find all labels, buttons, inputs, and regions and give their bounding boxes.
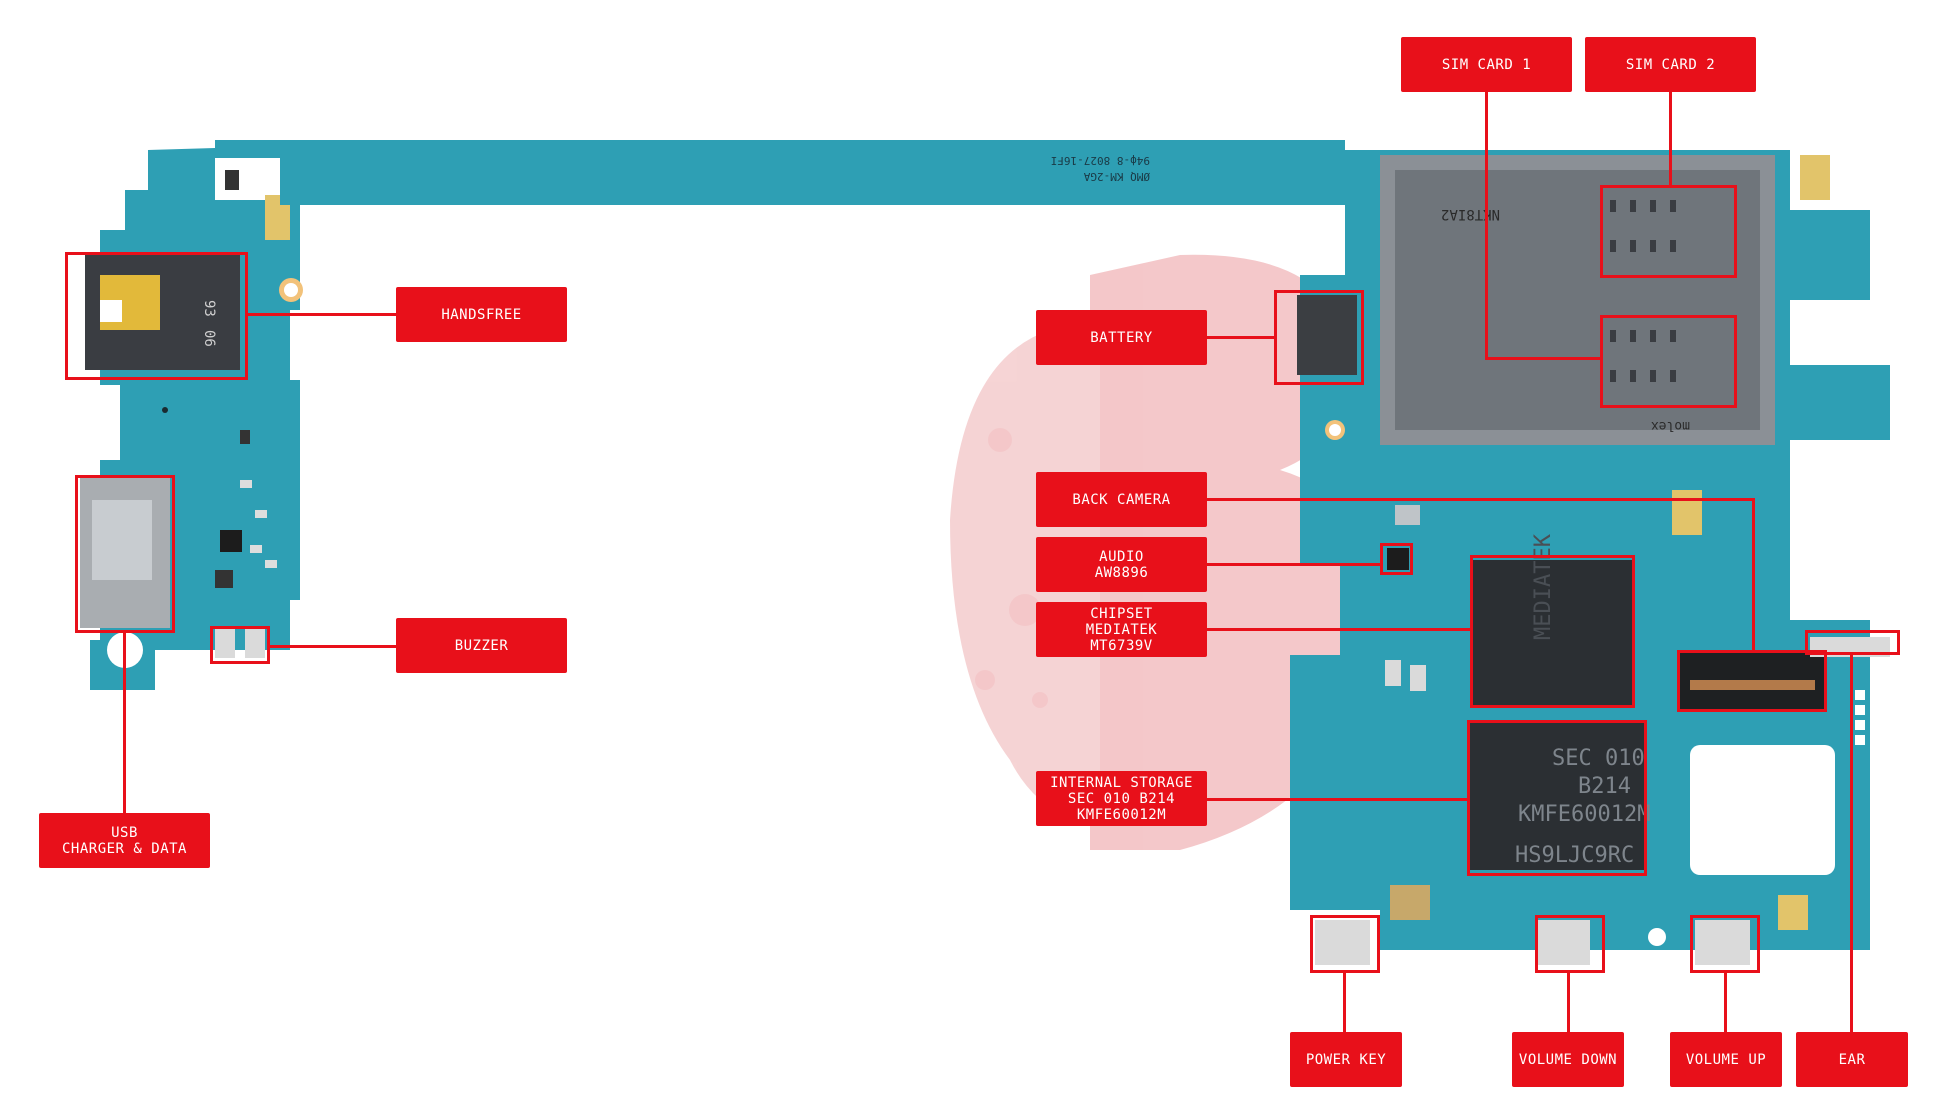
leader-sim1-h	[1485, 357, 1600, 360]
leader-battery	[1207, 336, 1275, 339]
label-ear: EAR	[1796, 1032, 1908, 1087]
leader-handsfree	[248, 313, 396, 316]
label-battery: BATTERY	[1036, 310, 1207, 365]
svg-text:SEC 010: SEC 010	[1552, 746, 1645, 771]
svg-text:MEDIATEK: MEDIATEK	[1531, 533, 1556, 640]
buzzer-pad	[215, 628, 235, 658]
label-audio: AUDIO AW8896	[1036, 537, 1207, 592]
highlight-sim2	[1600, 185, 1737, 278]
highlight-ear	[1805, 630, 1900, 655]
svg-text:HS9LJC9RC: HS9LJC9RC	[1515, 843, 1634, 868]
label-usb: USB CHARGER & DATA	[39, 813, 210, 868]
storage-chip	[1470, 720, 1645, 870]
chipset-chip	[1472, 560, 1632, 705]
volume-down-connector	[1535, 920, 1590, 965]
label-handsfree: HANDSFREE	[396, 287, 567, 342]
label-sim-card-1: SIM CARD 1	[1401, 37, 1572, 92]
highlight-handsfree	[65, 252, 248, 380]
leader-sim1-v	[1485, 92, 1488, 359]
svg-text:93: 93	[201, 300, 217, 317]
leader-back-camera-h	[1207, 498, 1754, 501]
leader-sim2	[1669, 92, 1672, 185]
label-chipset: CHIPSET MEDIATEK MT6739V	[1036, 602, 1207, 657]
leader-volume-down	[1567, 973, 1570, 1032]
leader-buzzer	[270, 645, 396, 648]
leader-power-key	[1343, 973, 1346, 1032]
highlight-power-key	[1310, 915, 1380, 973]
highlight-battery	[1274, 290, 1364, 385]
label-volume-up: VOLUME UP	[1670, 1032, 1782, 1087]
label-power-key: POWER KEY	[1290, 1032, 1402, 1087]
leader-audio	[1207, 563, 1380, 566]
svg-text:KMFE60012M: KMFE60012M	[1518, 802, 1650, 827]
highlight-chipset	[1470, 555, 1635, 708]
board-right: NKT8IA2 molex	[1290, 150, 1890, 950]
svg-text:NKT8IA2: NKT8IA2	[1441, 206, 1500, 222]
highlight-sim1	[1600, 315, 1737, 408]
leader-ear	[1850, 655, 1853, 1032]
label-back-camera: BACK CAMERA	[1036, 472, 1207, 527]
power-key-connector	[1315, 920, 1370, 965]
highlight-storage	[1467, 720, 1647, 876]
highlight-audio	[1380, 543, 1413, 575]
leader-back-camera-v	[1752, 498, 1755, 650]
highlight-usb	[75, 475, 175, 633]
svg-text:06: 06	[201, 330, 217, 347]
volume-up-connector	[1695, 920, 1750, 965]
silkscreen-text-1: 94ф-8 8027-16FI	[1051, 154, 1150, 167]
leader-storage	[1207, 798, 1467, 801]
leader-usb	[123, 633, 126, 813]
leader-chipset	[1207, 628, 1470, 631]
label-internal-storage: INTERNAL STORAGE SEC 010 B214 KMFE60012M	[1036, 771, 1207, 826]
label-buzzer: BUZZER	[396, 618, 567, 673]
highlight-volume-down	[1535, 915, 1605, 973]
highlight-volume-up	[1690, 915, 1760, 973]
silkscreen-text-2: ØMQ KM-2GA	[1083, 170, 1150, 183]
highlight-buzzer	[210, 626, 270, 664]
svg-text:molex: molex	[1651, 418, 1690, 433]
svg-text:B214: B214	[1578, 774, 1631, 799]
label-sim-card-2: SIM CARD 2	[1585, 37, 1756, 92]
leader-volume-up	[1724, 973, 1727, 1032]
battery-connector	[1297, 295, 1357, 375]
highlight-back-camera	[1677, 650, 1827, 712]
label-volume-down: VOLUME DOWN	[1512, 1032, 1624, 1087]
